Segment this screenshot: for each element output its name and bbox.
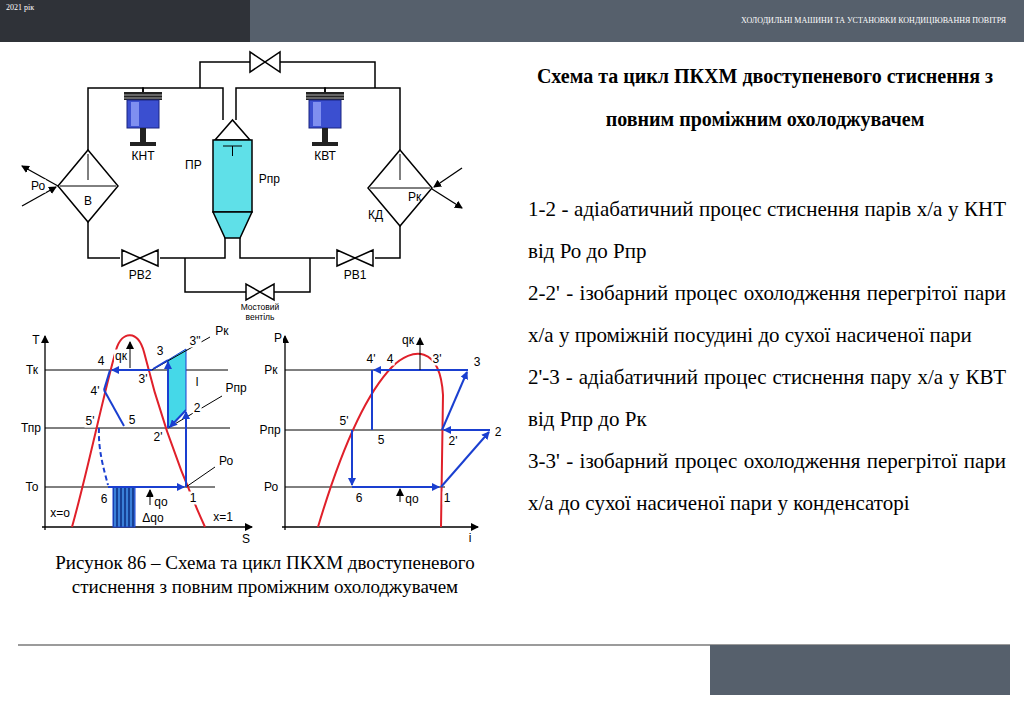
chart-label: 2 [494,426,503,439]
chart-label: Тпр [20,422,42,435]
intermediate-vessel: ПР Рпр [185,120,280,238]
chart-label: 3 [156,345,165,358]
chart-label: Рк [214,325,229,338]
pipe [160,238,225,258]
chart-label: Δqо [141,512,164,525]
figure-caption: Рисунок 86 – Схема та цикл ПКХМ двоступе… [55,551,475,599]
chart-label: T [31,334,40,347]
chart-label: l [195,376,200,389]
evaporator: В [58,150,118,222]
chart-label: Ро [263,481,279,494]
chart-label: 3" [189,335,202,348]
component-label: Рк [408,190,421,204]
process-text: 2'-3 - адіабатичний процес стиснення пар… [528,356,1006,440]
expansion-valve: РВ2 [120,248,160,282]
component-label: В [58,194,118,208]
course-title: ХОЛОДИЛЬНІ МАШИНИ ТА УСТАНОВКИ КОНДИЦІЮВ… [741,16,1006,26]
chart-label: 4 [386,353,395,366]
chart-label: qо [404,493,419,506]
chart-label: 2 [193,402,202,415]
pipe [375,226,400,258]
chart-label: Р [273,332,283,345]
chart-label: x=1 [212,511,234,524]
chart-label: S [241,533,251,546]
bridge-valve: Мостовий вентіль [228,282,292,322]
chart-label: 3' [138,373,149,386]
slide-title: Схема та цикл ПКХМ двоступеневого стисне… [530,55,1000,141]
process-text: 3-3' - ізобарний процес охолодження пере… [528,440,1006,524]
component-label: КНТ [118,149,168,163]
year-label: 2021 рік [6,3,34,13]
component-label: РВ1 [335,268,375,282]
component-label: ПР [185,158,202,172]
chart-label: 4' [366,353,377,366]
process-text: 2-2' - ізобарний процес охолодження пере… [528,272,1006,356]
chart-label: Рпр [258,424,281,437]
chart-label: 1 [443,492,452,505]
header-bar [0,0,1024,42]
expansion-valve: РВ1 [335,248,375,282]
process-list: 1-2 - адіабатичний процес стиснення парі… [528,188,1006,524]
chart-label: То [24,481,39,494]
chart-label: 5 [128,414,137,427]
ts-diagram [42,335,252,530]
component-label: Мостовий вентіль [228,302,292,322]
chart-label: Рпр [224,382,247,395]
chart-label: Тк [25,364,39,377]
compressor-high: КВТ [300,92,350,167]
chart-label: 2' [448,435,459,448]
pressure-label: Ро [30,180,46,193]
condenser: КД Рк [368,150,432,226]
chart-label: x=o [49,507,71,520]
chart-label: i [468,532,473,545]
component-label: КД [368,208,383,222]
compressor-low: КНТ [118,92,168,167]
chart-label: Рк [263,364,278,377]
pipe [240,238,335,258]
chart-label: 2' [153,431,164,444]
chart-label: qо [153,496,168,509]
pipe [88,222,120,258]
component-label: РВ2 [120,268,160,282]
chart-label: 3 [473,356,482,369]
process-text: 1-2 - адіабатичний процес стиснення парі… [528,188,1006,272]
chart-label: 5' [339,415,350,428]
chart-label: 6 [100,493,109,506]
chart-label: Ро [218,455,234,468]
chart-label: 6 [355,492,364,505]
chart-label: qк [401,334,415,347]
pi-diagram [282,336,490,530]
chart-label: 4 [97,355,106,368]
chart-label: 5 [377,434,386,447]
component-label: КВТ [300,149,350,163]
chart-label: 4' [90,385,101,398]
chart-label: 5' [85,415,96,428]
chart-label: qк [114,350,128,363]
evaporator-symbol [58,150,118,222]
footer-bar [18,645,1010,695]
chart-label: 1 [189,492,198,505]
chart-label: 3' [432,353,443,366]
component-label: Рпр [259,172,280,186]
